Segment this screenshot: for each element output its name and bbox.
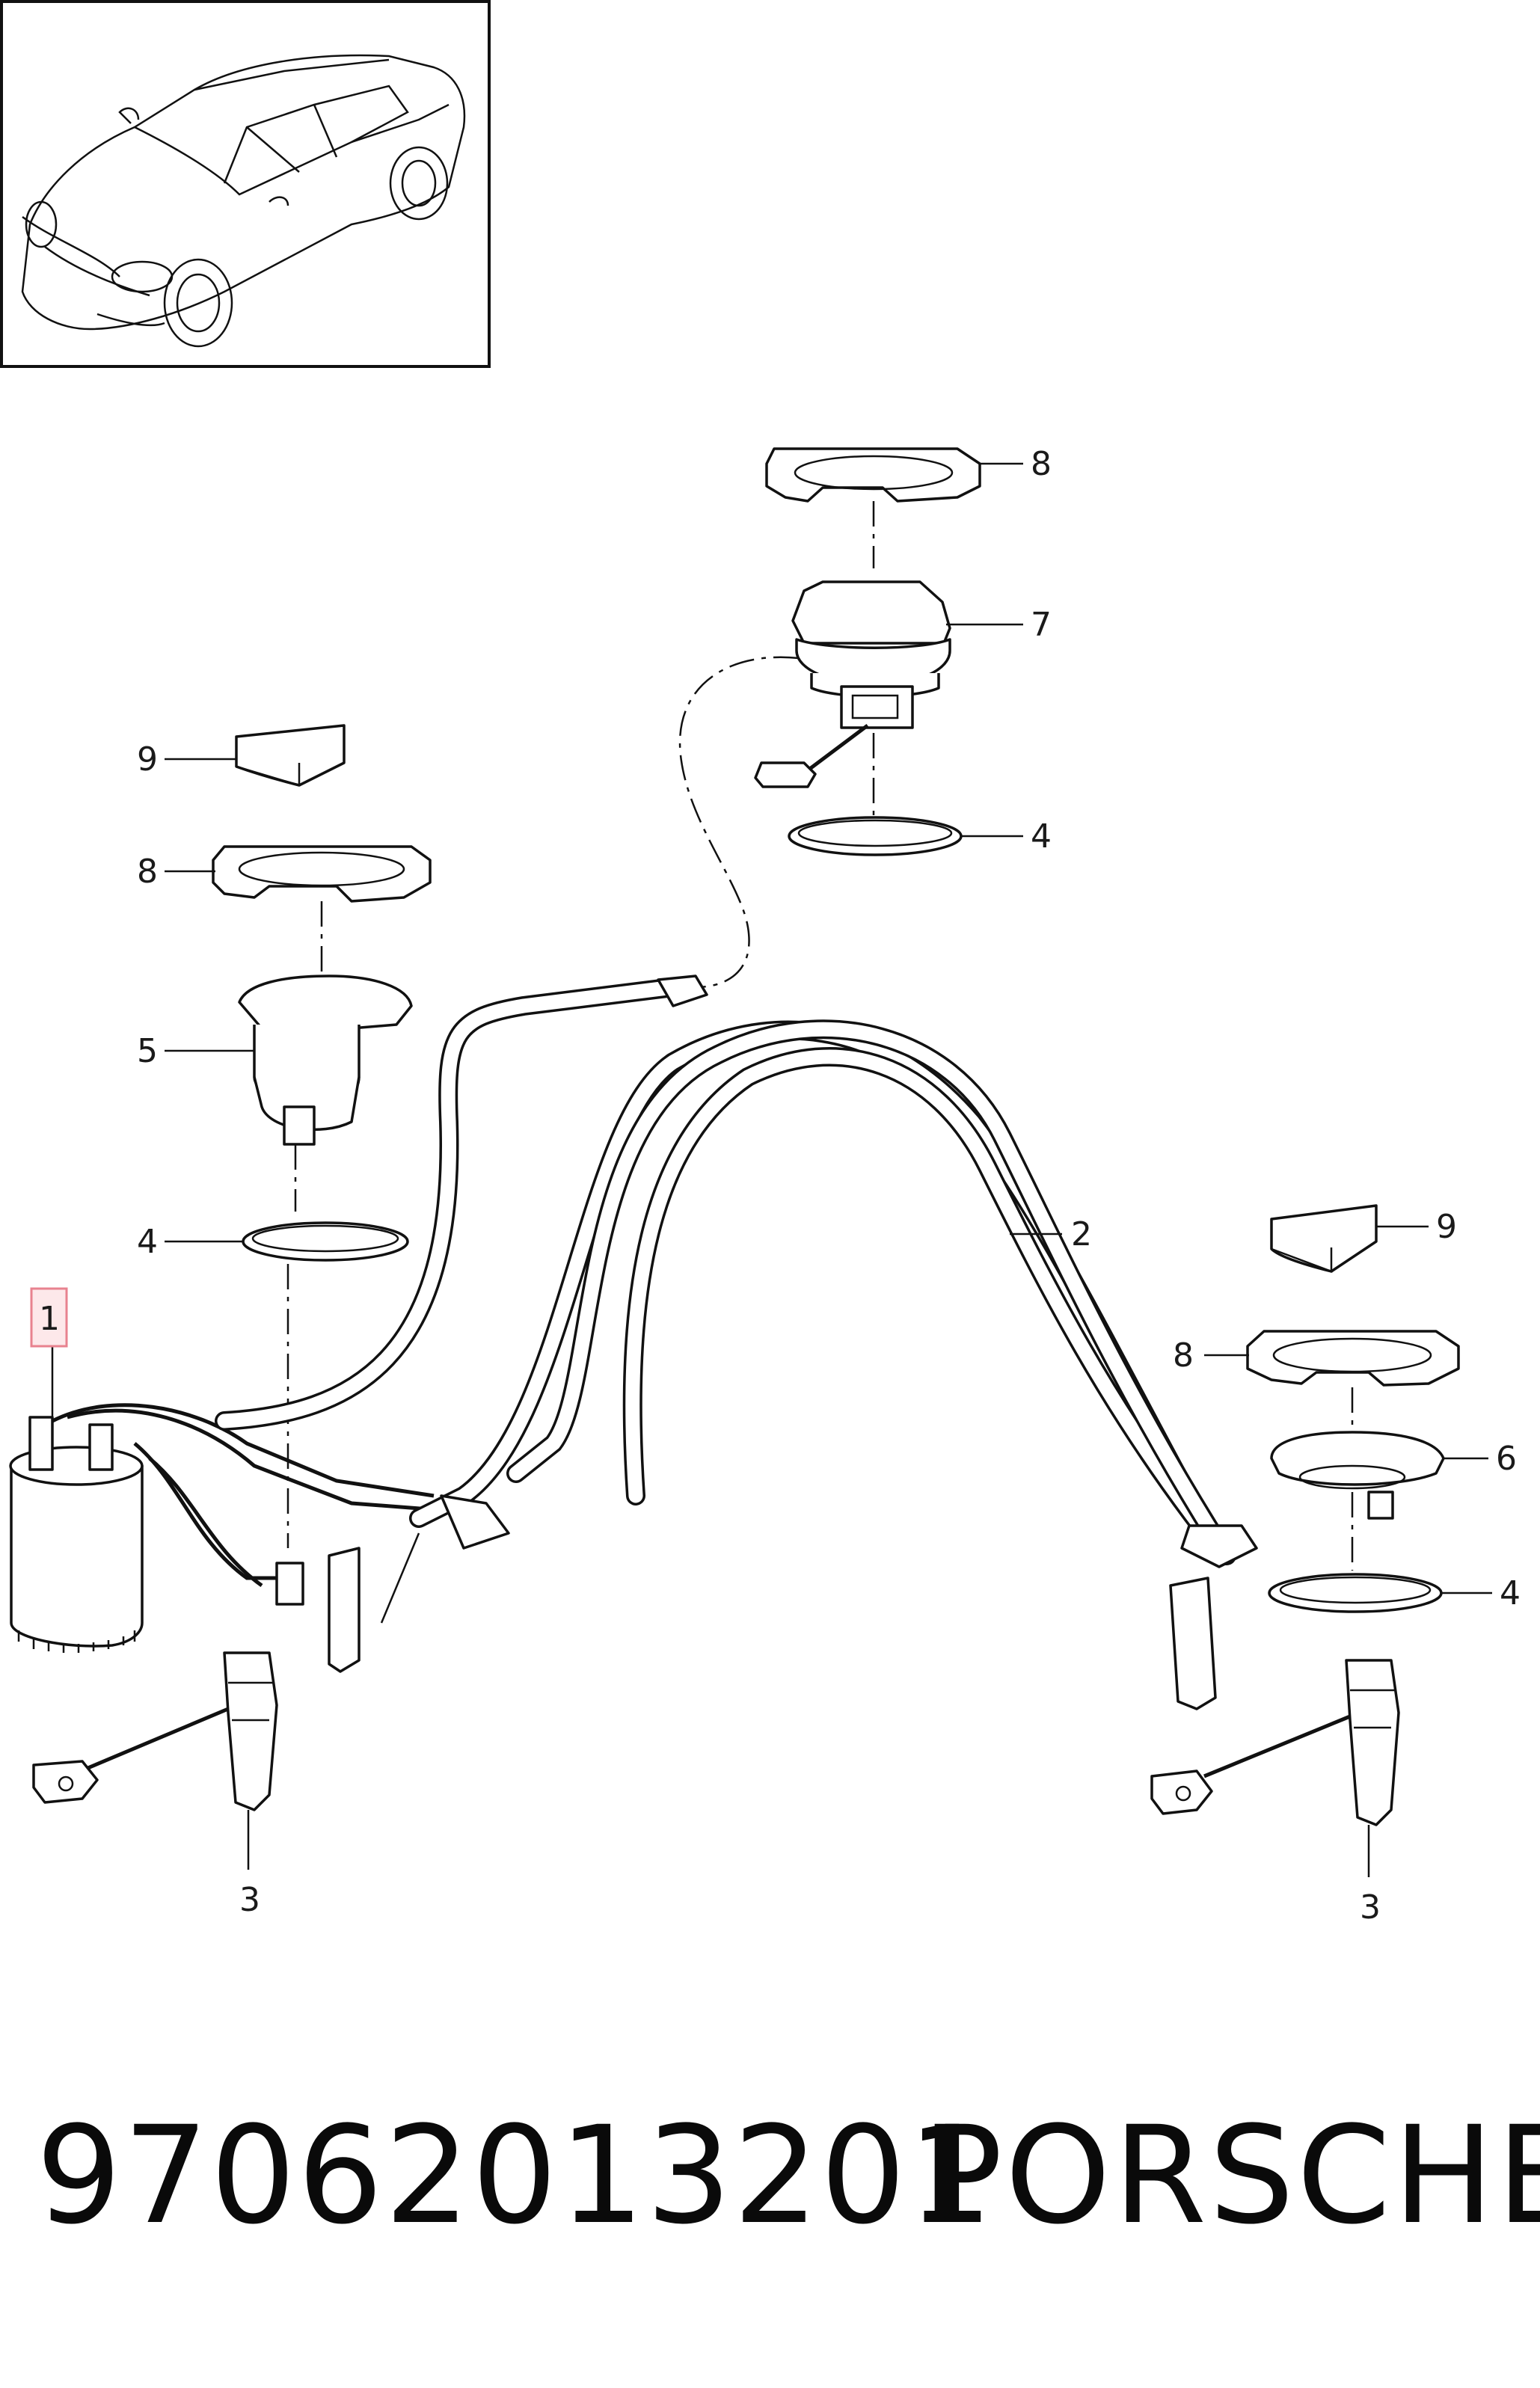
callout-9-right: 9	[1436, 1208, 1457, 1246]
callout-8-right: 8	[1173, 1336, 1194, 1375]
callout-1: 1	[39, 1300, 60, 1338]
left-level-sender	[32, 1651, 278, 1870]
callout-9-left: 9	[137, 740, 158, 779]
right-sender-assembly	[1150, 1204, 1460, 1877]
callout-5: 5	[137, 1032, 158, 1070]
part-number: 97062013201	[36, 2098, 995, 2254]
brand-name: PORSCHE	[921, 2098, 1540, 2254]
callout-3-right: 3	[1360, 1888, 1381, 1927]
leader-lines	[51, 462, 1492, 1594]
callout-8-top: 8	[1031, 445, 1052, 483]
fuel-pump-module	[9, 1403, 450, 1673]
callout-2: 2	[1071, 1215, 1092, 1253]
callout-4-top: 4	[1031, 817, 1052, 856]
callout-7: 7	[1031, 606, 1052, 644]
left-sender-assembly	[212, 724, 432, 1548]
fuel-hoses	[215, 974, 1258, 1568]
top-sender-assembly	[678, 447, 981, 989]
callout-4-left: 4	[137, 1223, 158, 1261]
callouts: 8 7 4 9 8 5 4 1 2 9 8 6 4 3 3	[30, 445, 1521, 1927]
vehicle-thumbnail	[0, 0, 491, 368]
callout-4-right: 4	[1500, 1574, 1521, 1612]
callout-3-left: 3	[239, 1881, 260, 1919]
callout-6: 6	[1496, 1440, 1517, 1478]
callout-1-highlight	[30, 1287, 68, 1348]
callout-8-left: 8	[137, 853, 158, 891]
